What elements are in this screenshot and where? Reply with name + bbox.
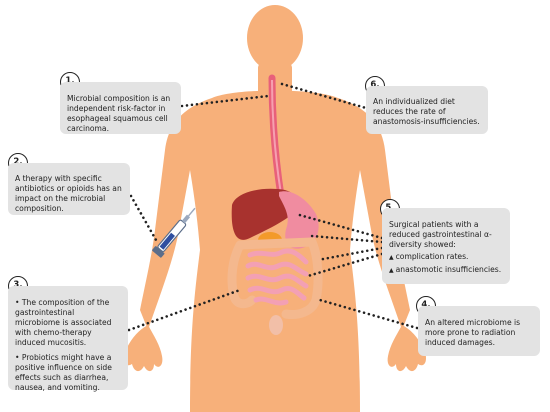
human-body-silhouette <box>123 5 427 412</box>
callout-2-text: A therapy with specific antibiotics or o… <box>15 174 122 214</box>
callout-4-text: An altered microbiome is more prone to r… <box>425 318 521 348</box>
large-intestine <box>227 237 323 319</box>
stomach <box>279 191 319 249</box>
callout-3-box: • The composition of the gastrointestina… <box>8 286 128 393</box>
leader-lines <box>127 82 419 332</box>
callout-3-bullet-2: • Probiotics might have a positive influ… <box>15 353 112 393</box>
callout-5-box: Surgical patients with a reduced gastroi… <box>382 208 510 284</box>
callout-6-text: An individualized diet reduces the rate … <box>373 97 480 127</box>
callout-2-box: A therapy with specific antibiotics or o… <box>8 163 130 215</box>
small-intestine <box>245 248 309 306</box>
callout-1-box: Microbial composition is an independent … <box>60 82 181 134</box>
callout-1-text: Microbial composition is an independent … <box>67 94 171 134</box>
callout-3-bullet-1: • The composition of the gastrointestina… <box>15 298 112 348</box>
arrow-up-icon: ▲ <box>389 254 394 262</box>
syringe-icon <box>152 207 196 258</box>
callout-5-item-1: ▲complication rates. <box>389 252 469 262</box>
liver <box>231 188 297 240</box>
rectum <box>269 315 283 335</box>
callout-4-box: An altered microbiome is more prone to r… <box>418 306 540 356</box>
callout-5-text: Surgical patients with a reduced gastroi… <box>389 220 492 250</box>
callout-5-item-2: ▲anastomotic insufficiencies. <box>389 265 502 275</box>
callout-6-box: An individualized diet reduces the rate … <box>366 86 488 134</box>
arrow-up-icon: ▲ <box>389 267 394 275</box>
